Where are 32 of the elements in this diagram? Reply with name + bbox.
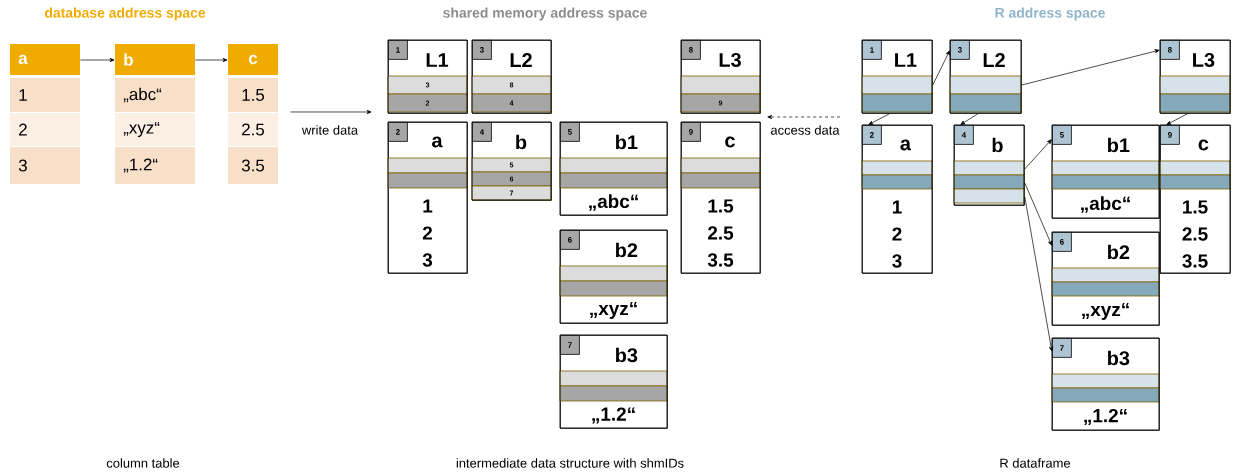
- section-title: database address space: [44, 7, 206, 21]
- caption-text: intermediate data structure with shmIDs: [456, 458, 684, 468]
- node-label: a: [18, 54, 28, 65]
- arrow: [1024, 139, 1052, 170]
- edge-label: access data: [769, 124, 841, 136]
- table-column: c 1.5 2.5 3.5: [228, 44, 278, 184]
- arrow: [80, 57, 115, 63]
- node-label: 1: [19, 89, 27, 101]
- caption-text: R dataframe: [1000, 458, 1071, 468]
- section-title: shared memory address space: [443, 7, 647, 21]
- node-label: „abc“: [123, 87, 162, 103]
- arrow: [932, 50, 950, 86]
- arrow: [290, 109, 372, 115]
- node-label: b: [124, 53, 133, 66]
- node-label: 1.5: [242, 89, 265, 101]
- node-label: 2: [19, 123, 27, 136]
- section-title: R address space: [995, 7, 1105, 21]
- arrow: [960, 113, 979, 125]
- arrow: [767, 114, 841, 120]
- edge-label: write data: [300, 124, 360, 136]
- arrow: [1024, 182, 1052, 246]
- node-label: „xyz“: [123, 121, 160, 138]
- arrow: [1021, 49, 1160, 86]
- table-column: a 1 2 3: [10, 44, 80, 184]
- node-label: c: [248, 54, 258, 65]
- arrow: [868, 113, 890, 125]
- arrow: [1166, 113, 1188, 125]
- arrow: [195, 57, 228, 63]
- arrow: [1024, 196, 1054, 352]
- caption-text: column table: [106, 458, 180, 468]
- table-column: b „abc“ „xyz“ „1.2“: [115, 44, 195, 184]
- node-label: 2.5: [242, 123, 265, 136]
